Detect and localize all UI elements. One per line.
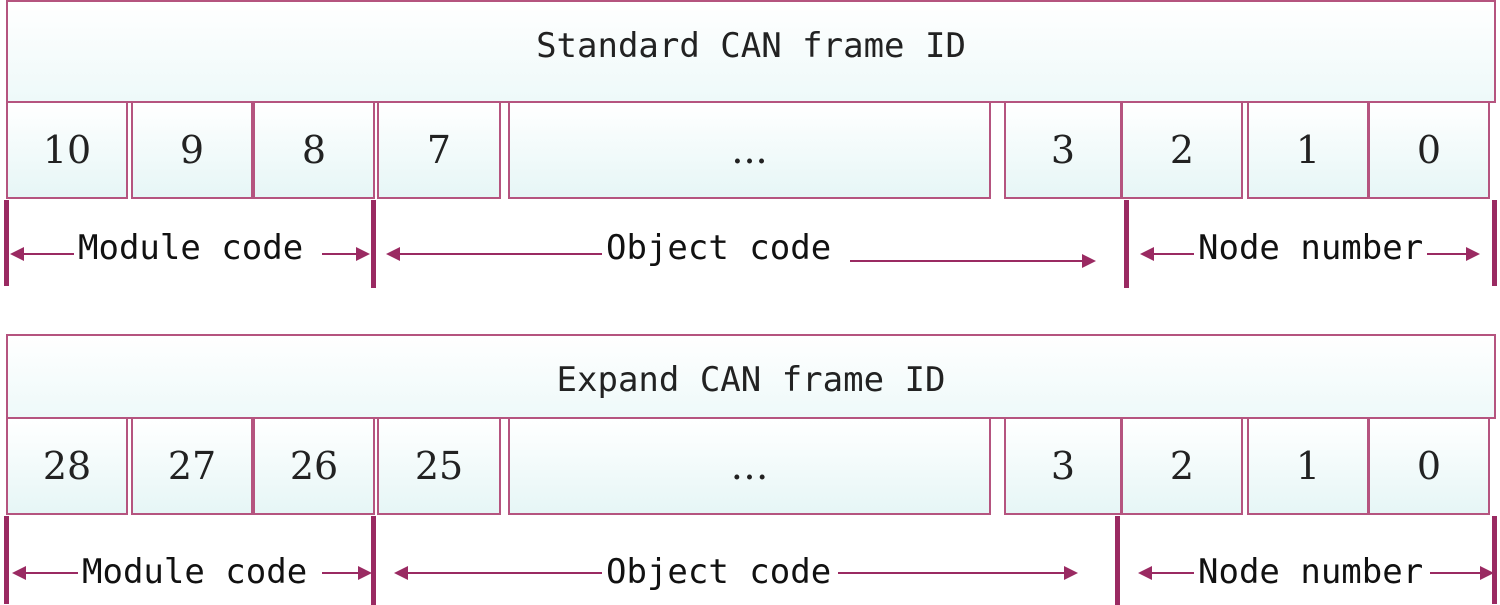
standard-bit-0: 0 (1368, 101, 1490, 199)
standard-bit-3: 3 (1004, 101, 1122, 199)
expand-title: Expand CAN frame ID (556, 360, 946, 400)
expand-separator-left (4, 516, 9, 604)
standard-module-label: Module code (74, 228, 308, 268)
expand-object-arrow-right (838, 566, 1078, 580)
expand-bit-0: 0 (1368, 417, 1490, 515)
standard-title-box: Standard CAN frame ID (6, 0, 1496, 103)
standard-title: Standard CAN frame ID (536, 26, 966, 66)
expand-separator-module-object (371, 516, 376, 605)
expand-bit-28: 28 (6, 417, 128, 515)
expand-bit-3: 3 (1004, 417, 1122, 515)
expand-module-label: Module code (78, 552, 312, 592)
standard-bit-10: 10 (6, 101, 128, 199)
standard-object-arrow-right (850, 254, 1096, 268)
expand-object-arrow-left (394, 566, 606, 580)
expand-object-label: Object code (602, 552, 836, 592)
expand-module-arrow-left (12, 566, 84, 580)
standard-separator-module-object (371, 200, 376, 288)
expand-bit-2: 2 (1121, 417, 1243, 515)
standard-bit-9: 9 (131, 101, 253, 199)
standard-node-label: Node number (1194, 228, 1428, 268)
standard-separator-right (1492, 200, 1497, 286)
standard-node-arrow-right (1426, 247, 1480, 261)
standard-bit-8: 8 (253, 101, 375, 199)
standard-bit-2: 2 (1121, 101, 1243, 199)
expand-bit-25: 25 (377, 417, 501, 515)
expand-bit-26: 26 (253, 417, 375, 515)
standard-object-arrow-left (386, 247, 606, 261)
expand-bit-1: 1 (1247, 417, 1369, 515)
expand-title-box: Expand CAN frame ID (6, 334, 1496, 419)
standard-bit-7: 7 (377, 101, 501, 199)
standard-bit-1: 1 (1247, 101, 1369, 199)
expand-node-arrow-left (1138, 566, 1202, 580)
standard-module-arrow-left (10, 247, 82, 261)
expand-bit-ellipsis: … (508, 417, 991, 515)
expand-separator-object-node (1115, 516, 1120, 605)
standard-module-arrow-right (322, 247, 370, 261)
standard-node-arrow-left (1140, 247, 1202, 261)
expand-separator-right (1492, 516, 1497, 604)
expand-bit-27: 27 (131, 417, 253, 515)
standard-object-label: Object code (602, 228, 836, 268)
expand-module-arrow-right (322, 566, 372, 580)
standard-bit-ellipsis: ... (508, 101, 991, 199)
expand-node-arrow-right (1430, 566, 1494, 580)
standard-separator-left (4, 200, 9, 286)
standard-separator-object-node (1124, 200, 1129, 288)
expand-node-label: Node number (1194, 552, 1428, 592)
